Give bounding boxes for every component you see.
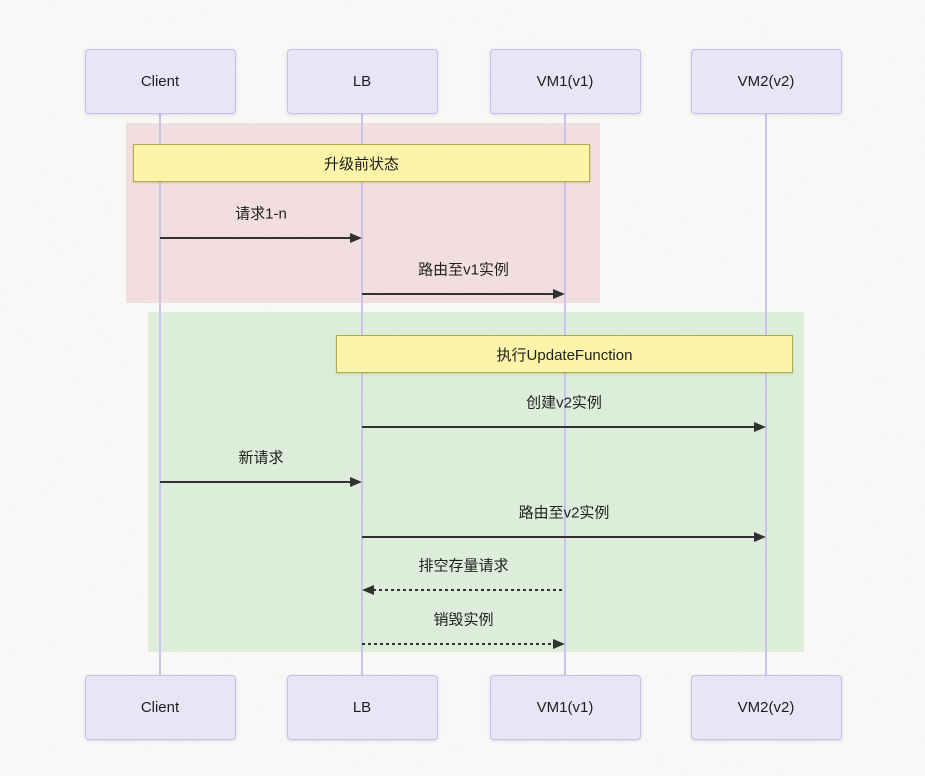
lifeline-client <box>159 114 161 676</box>
message-line <box>362 293 554 295</box>
message-label: 请求1-n <box>235 205 287 223</box>
actor-label: LB <box>352 699 372 716</box>
actor-vm1-bottom: VM1(v1) <box>489 675 641 740</box>
message-line <box>160 481 351 483</box>
message-line <box>362 643 554 645</box>
actor-label: Client <box>140 73 180 90</box>
arrowhead-icon <box>350 477 362 487</box>
message-label: 新请求 <box>238 449 284 467</box>
actor-vm2-bottom: VM2(v2) <box>690 675 842 740</box>
actor-client-top: Client <box>84 49 236 114</box>
message-label: 路由至v1实例 <box>418 261 509 279</box>
actor-lb-bottom: LB <box>286 675 438 740</box>
message-label: 路由至v2实例 <box>518 504 610 522</box>
actor-label: VM2(v2) <box>737 73 795 90</box>
actor-label: VM1(v1) <box>536 73 594 90</box>
message-label: 创建v2实例 <box>526 394 602 412</box>
message-label: 排空存量请求 <box>418 557 509 575</box>
arrowhead-icon <box>553 639 565 649</box>
actor-label: LB <box>352 73 372 90</box>
message-line <box>362 536 755 538</box>
arrowhead-icon <box>350 233 362 243</box>
message-label: 销毁实例 <box>433 611 494 629</box>
arrowhead-icon <box>754 422 766 432</box>
actor-vm1-top: VM1(v1) <box>489 49 641 114</box>
actor-client-bottom: Client <box>84 675 236 740</box>
arrowhead-icon <box>754 532 766 542</box>
actor-label: VM1(v1) <box>536 699 594 716</box>
note-label: 升级前状态 <box>323 155 399 173</box>
arrowhead-icon <box>553 289 565 299</box>
note-label: 执行UpdateFunction <box>496 346 633 364</box>
message-line <box>362 426 755 428</box>
actor-vm2-top: VM2(v2) <box>690 49 842 114</box>
message-line <box>160 237 351 239</box>
lifeline-vm2 <box>765 114 767 676</box>
actor-label: Client <box>140 699 180 716</box>
arrowhead-icon <box>362 585 374 595</box>
actor-label: VM2(v2) <box>737 699 795 716</box>
note-execute-update-function: 执行UpdateFunction <box>336 335 793 373</box>
note-pre-upgrade-state: 升级前状态 <box>133 144 590 182</box>
message-line <box>373 589 565 591</box>
actor-lb-top: LB <box>286 49 438 114</box>
